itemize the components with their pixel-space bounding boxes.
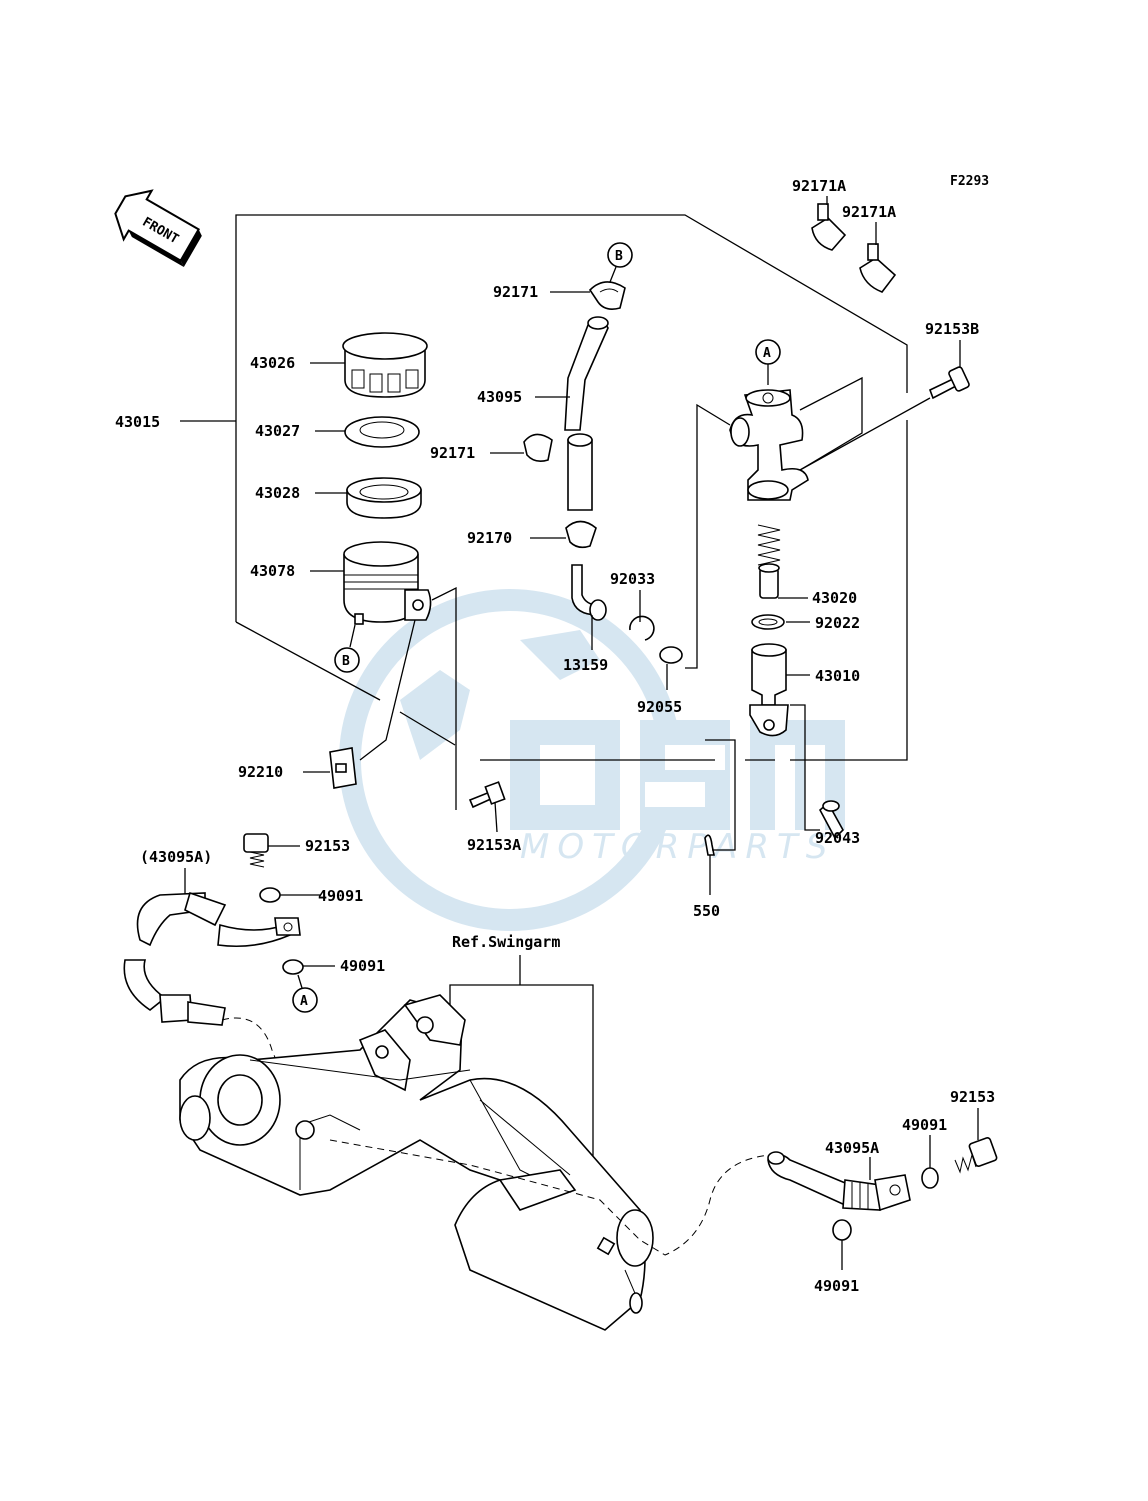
cotter-pin [704, 834, 715, 856]
label-43015: 43015 [115, 413, 160, 431]
svg-text:B: B [615, 249, 623, 264]
clevis-pin [818, 800, 844, 840]
leader-callout-b-lower [349, 624, 356, 648]
label-92033: 92033 [610, 570, 655, 588]
label-92170: 92170 [467, 529, 512, 547]
leader-92043 [790, 704, 820, 831]
label-550: 550 [693, 902, 720, 920]
front-arrow-icon: FRONT [114, 189, 202, 268]
hose-clamp-upper [588, 281, 626, 310]
label-43078: 43078 [250, 562, 295, 580]
diagram-code: F2293 [950, 174, 989, 189]
label-43095: 43095 [477, 388, 522, 406]
diaphragm [346, 477, 422, 519]
leader-cotter [705, 739, 736, 851]
label-43028: 43028 [255, 484, 300, 502]
leader-bolt-to-cylinder [799, 397, 931, 471]
label-49091-left-1: 49091 [318, 887, 363, 905]
callout-b-upper: B [607, 242, 633, 268]
brake-hose-right [767, 1151, 911, 1212]
label-43095a: 43095A [825, 1139, 879, 1157]
leader-callout-a-lower [297, 974, 303, 989]
hose-route-right [329, 1139, 771, 1256]
watermark-text: MOTORPARTS [520, 827, 835, 867]
label-ref-swingarm: Ref.Swingarm [452, 933, 560, 951]
swingarm [179, 994, 654, 1331]
leader-bracket [359, 619, 416, 761]
mounting-clip [329, 747, 357, 789]
assembly-frame [235, 214, 908, 761]
o-ring [659, 646, 683, 664]
label-43026: 43026 [250, 354, 295, 372]
label-92171-top: 92171 [493, 283, 538, 301]
label-92043: 92043 [815, 829, 860, 847]
leader-cylinder-right [799, 376, 863, 471]
reservoir-hose [564, 316, 609, 511]
callout-b-lower: B [334, 647, 360, 673]
washer-left-2 [282, 959, 304, 975]
watermark-logo [339, 589, 845, 931]
label-92153a: 92153A [467, 836, 521, 854]
callout-a-lower: A [292, 987, 318, 1013]
hose-clamp-lower [565, 520, 597, 549]
clamp-92171a-left [811, 203, 847, 251]
washer-right-1 [921, 1167, 939, 1189]
washer-right-2 [832, 1219, 852, 1241]
diaphragm-plate [344, 416, 420, 448]
label-13159: 13159 [563, 656, 608, 674]
label-92171a-left: 92171A [792, 177, 846, 195]
banjo-bolt-left [243, 833, 269, 868]
label-49091-left-2: 49091 [340, 957, 385, 975]
label-43027: 43027 [255, 422, 300, 440]
label-92153b: 92153B [925, 320, 979, 338]
bolt-92153b [928, 366, 970, 400]
svg-text:A: A [763, 346, 771, 361]
svg-text:A: A [300, 994, 308, 1009]
callout-a-upper: A [755, 339, 781, 365]
leader-92153a [494, 801, 498, 833]
push-rod [749, 643, 789, 737]
circlip-92022 [751, 614, 785, 630]
leader-callout-b-upper [609, 266, 617, 283]
reservoir-cap [342, 332, 428, 398]
reservoir-tank [343, 541, 432, 625]
label-92055: 92055 [637, 698, 682, 716]
label-49091-right-2: 49091 [814, 1277, 859, 1295]
label-43095a-paren: (43095A) [140, 848, 212, 866]
leader-bolt [431, 586, 457, 810]
master-cylinder-body [729, 389, 809, 501]
label-43010: 43010 [815, 667, 860, 685]
banjo-bolt-right [954, 1137, 998, 1174]
leader-cylinder-bracket [685, 403, 731, 669]
piston-spring [757, 524, 781, 599]
label-92153-left: 92153 [305, 837, 350, 855]
label-43020: 43020 [812, 589, 857, 607]
label-49091-right-1: 49091 [902, 1116, 947, 1134]
hose-joint [571, 564, 607, 621]
label-92171-mid: 92171 [430, 444, 475, 462]
hose-clamp-middle [523, 433, 553, 462]
washer-left-1 [259, 887, 281, 903]
bolt-92153a [468, 781, 506, 809]
label-92171a-right: 92171A [842, 203, 896, 221]
hose-route-left [221, 1017, 301, 1121]
brake-hose-left [123, 891, 301, 1026]
svg-text:B: B [342, 654, 350, 669]
label-92153-right: 92153 [950, 1088, 995, 1106]
label-92022: 92022 [815, 614, 860, 632]
label-92210: 92210 [238, 763, 283, 781]
circlip [629, 615, 655, 641]
clamp-92171a-right [859, 243, 897, 293]
